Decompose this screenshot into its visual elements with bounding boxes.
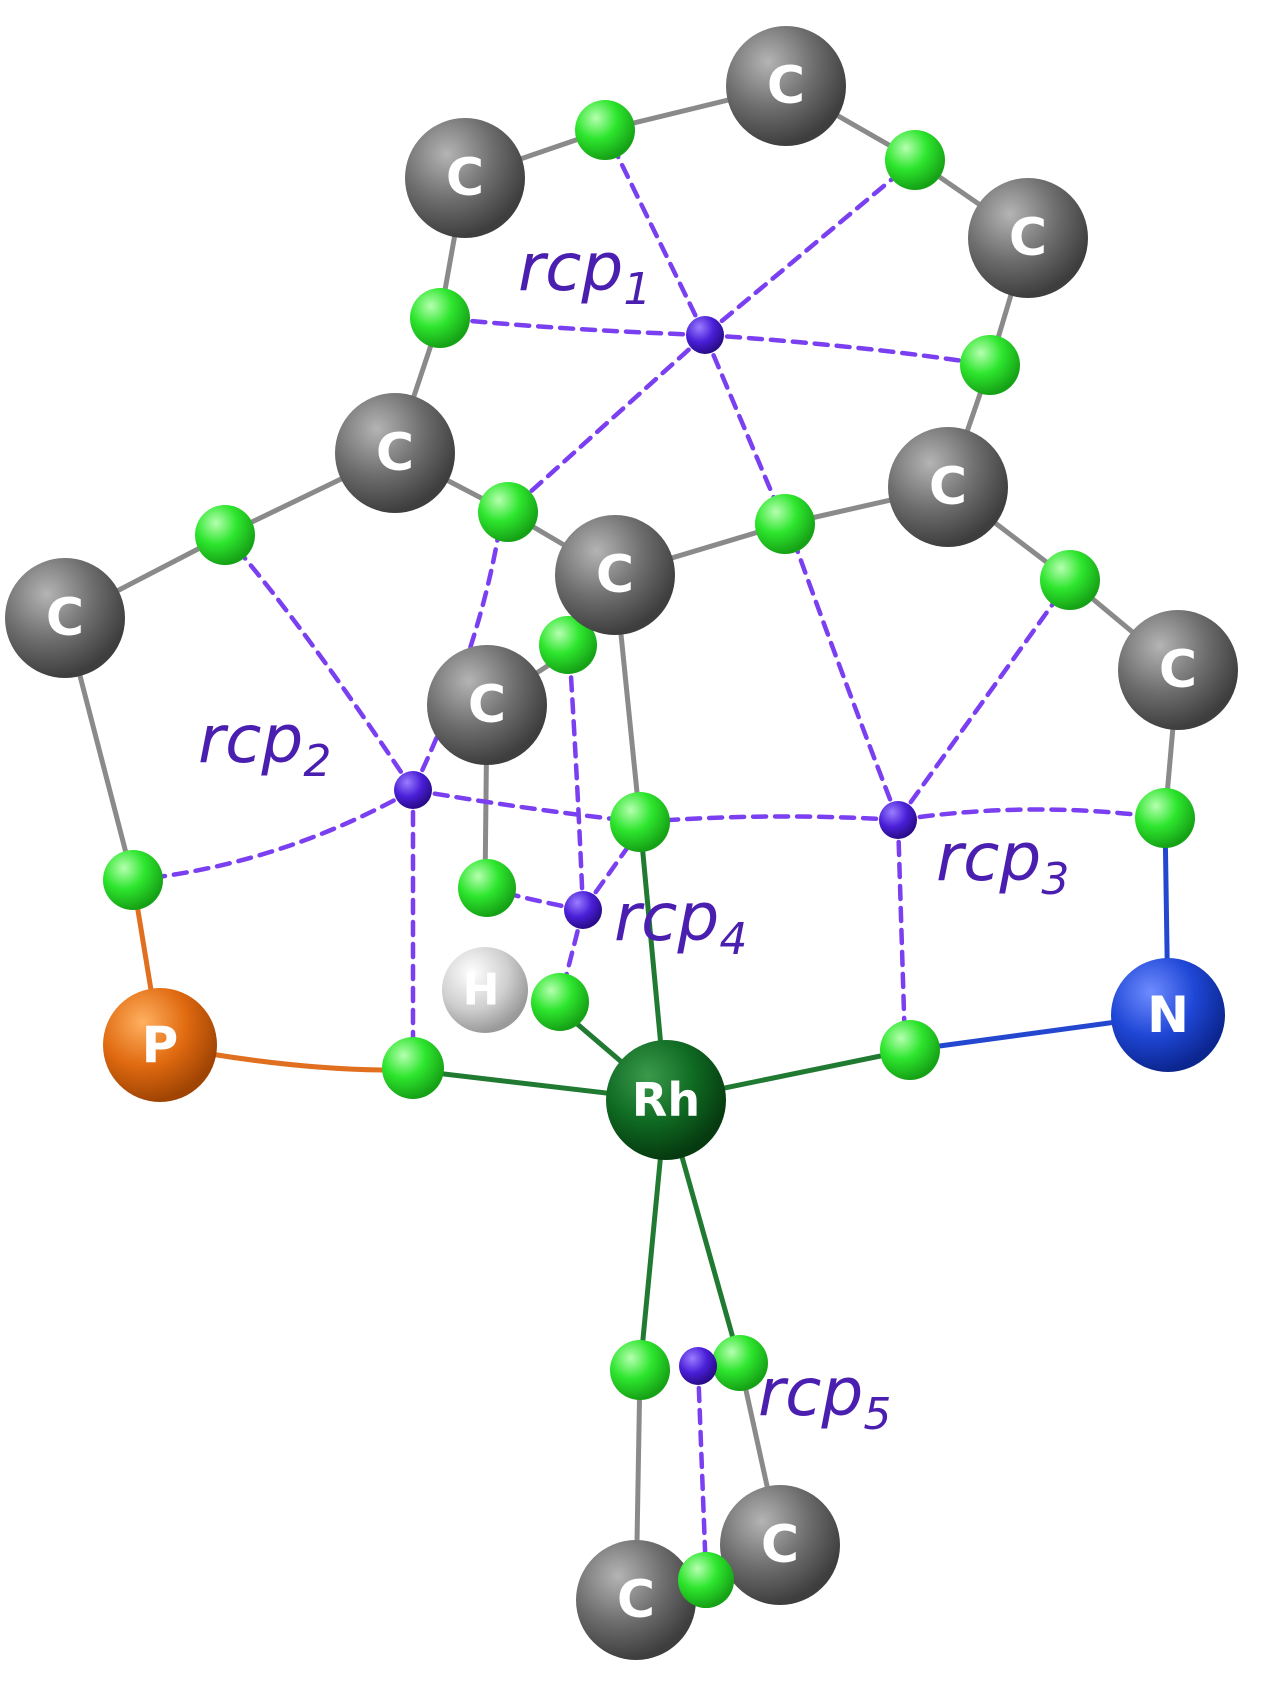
ring-path bbox=[702, 157, 918, 338]
ring-path bbox=[702, 332, 993, 368]
ring-path bbox=[702, 332, 788, 527]
bond-critical-point bbox=[575, 100, 635, 160]
svg-text:C: C bbox=[761, 1515, 799, 1575]
bond-critical-point bbox=[1040, 550, 1100, 610]
ring-path bbox=[437, 315, 708, 338]
atom-nitrogen: N bbox=[1111, 958, 1225, 1072]
svg-text:C: C bbox=[767, 56, 805, 116]
bond-critical-point bbox=[678, 1552, 734, 1608]
bond-critical-points bbox=[103, 100, 1195, 1608]
bond-critical-point bbox=[382, 1037, 444, 1099]
bond-critical-point bbox=[1135, 788, 1195, 848]
ring-path bbox=[130, 787, 416, 883]
svg-text:P: P bbox=[142, 1016, 179, 1074]
svg-text:C: C bbox=[468, 675, 506, 735]
svg-text:H: H bbox=[463, 965, 500, 1016]
bond-critical-point bbox=[195, 505, 255, 565]
rcp-5-label: rcp5 bbox=[758, 1354, 891, 1440]
bond-critical-point bbox=[960, 335, 1020, 395]
svg-text:C: C bbox=[446, 148, 484, 208]
atom-carbon: C bbox=[5, 558, 125, 678]
ring-critical-point-5 bbox=[679, 1347, 717, 1385]
rcp-2-label: rcp2 bbox=[198, 701, 331, 787]
atom-carbon: C bbox=[720, 1485, 840, 1605]
ring-path bbox=[895, 807, 1168, 823]
bond-critical-point bbox=[880, 1020, 940, 1080]
ring-path bbox=[602, 127, 708, 338]
bond-critical-point bbox=[755, 494, 815, 554]
atom-hydrogen: H bbox=[442, 947, 528, 1033]
ring-critical-point-2 bbox=[394, 771, 432, 809]
rcp-4-label: rcp4 bbox=[614, 879, 747, 965]
ring-path bbox=[695, 1363, 709, 1578]
atom-carbon: C bbox=[555, 515, 675, 635]
ring-path bbox=[787, 527, 901, 823]
svg-text:C: C bbox=[617, 1570, 655, 1630]
bond-critical-point bbox=[458, 859, 516, 917]
bond-critical-point bbox=[478, 482, 538, 542]
bond-critical-point bbox=[712, 1335, 768, 1391]
bond-critical-point bbox=[610, 1340, 670, 1400]
atom-carbon: C bbox=[888, 427, 1008, 547]
ring-path bbox=[580, 827, 643, 913]
ring-critical-point-3 bbox=[879, 801, 917, 839]
svg-text:C: C bbox=[596, 545, 634, 605]
atoms: C C C C C C C C bbox=[5, 26, 1238, 1660]
atom-carbon: C bbox=[726, 26, 846, 146]
ring-path bbox=[410, 787, 643, 825]
atom-carbon: C bbox=[576, 1540, 696, 1660]
atom-carbon: C bbox=[968, 178, 1088, 298]
bond-critical-point bbox=[410, 288, 470, 348]
svg-text:C: C bbox=[46, 588, 84, 648]
rcp-labels: rcp1 rcp2 rcp3 rcp4 rcp5 bbox=[198, 229, 1069, 1440]
svg-text:C: C bbox=[1159, 640, 1197, 700]
atom-phosphorus: P bbox=[103, 988, 217, 1102]
bond-critical-point bbox=[539, 616, 597, 674]
ring-path bbox=[222, 532, 416, 793]
atom-rhodium: Rh bbox=[606, 1040, 726, 1160]
ring-path bbox=[637, 814, 901, 825]
atom-carbon: C bbox=[1118, 610, 1238, 730]
atom-carbon: C bbox=[405, 118, 525, 238]
ring-path bbox=[567, 657, 586, 913]
ring-critical-points bbox=[394, 316, 917, 1385]
ring-path bbox=[505, 332, 708, 515]
svg-text:C: C bbox=[929, 457, 967, 517]
bond-critical-point bbox=[103, 850, 163, 910]
svg-text:C: C bbox=[376, 423, 414, 483]
rcp-3-label: rcp3 bbox=[936, 819, 1069, 905]
bond-critical-point bbox=[531, 973, 589, 1031]
ring-critical-point-1 bbox=[686, 316, 724, 354]
svg-text:N: N bbox=[1147, 986, 1189, 1044]
ring-path bbox=[895, 817, 908, 1048]
rcp-1-label: rcp1 bbox=[518, 229, 651, 315]
svg-text:C: C bbox=[1009, 208, 1047, 268]
ring-path bbox=[895, 577, 1073, 823]
ring-critical-point-4 bbox=[564, 891, 602, 929]
bond-critical-point bbox=[610, 792, 670, 852]
svg-text:Rh: Rh bbox=[632, 1073, 700, 1127]
atom-carbon: C bbox=[335, 393, 455, 513]
atom-carbon: C bbox=[427, 645, 547, 765]
bond-critical-point bbox=[885, 130, 945, 190]
